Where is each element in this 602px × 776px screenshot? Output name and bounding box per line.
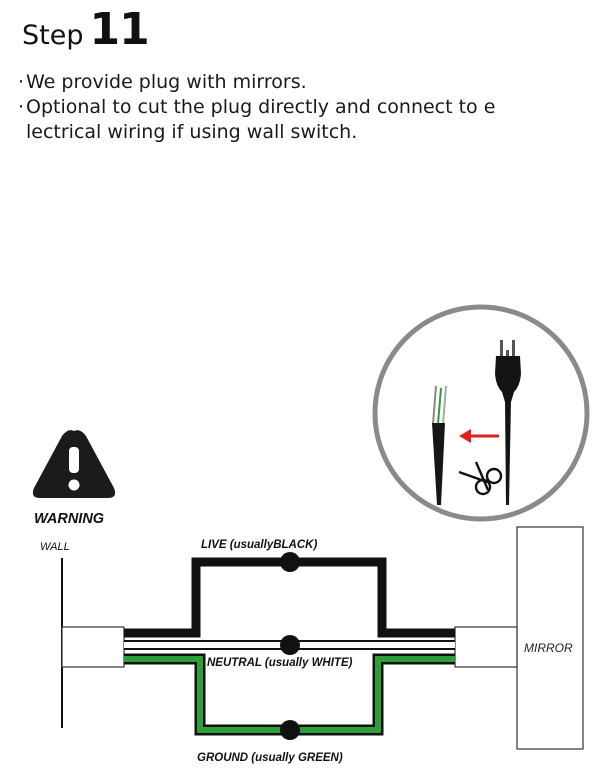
ground-junction [280,720,300,740]
red-arrow-icon [459,429,499,443]
mirror-cable-sleeve [454,626,518,668]
note-bullet: · [18,71,25,93]
cut-wire-ends [432,385,447,505]
mirror-label: MIRROR [524,641,573,655]
neutral-junction [280,635,300,655]
step-heading: Step 11 [22,4,150,55]
live-junction [280,552,300,572]
note-item: · We provide plug with mirrors. [18,70,578,95]
plug-icon [495,340,521,505]
step-word: Step [22,20,84,51]
plug-callout [372,304,590,522]
live-label: LIVE (usuallyBLACK) [201,539,317,551]
live-wire [124,557,455,638]
instruction-notes: · We provide plug with mirrors. · Option… [18,70,578,145]
wall-label: WALL [40,541,70,553]
note-text: Optional to cut the plug directly and co… [26,96,496,143]
warning-triangle-icon [32,430,116,498]
note-item: · Optional to cut the plug directly and … [18,95,578,145]
note-bullet: · [18,96,25,118]
note-text: We provide plug with mirrors. [26,71,307,93]
step-number: 11 [89,4,149,55]
ground-wire-outline [124,653,455,736]
ground-wire [124,656,455,733]
scissors-icon [458,461,503,496]
neutral-label: NEUTRAL (usually WHITE) [207,657,353,669]
ground-label: GROUND (usually GREEN) [197,752,343,764]
wall-cable-sleeve [61,626,125,668]
warning-label: WARNING [34,511,104,527]
mirror-box [516,526,584,750]
